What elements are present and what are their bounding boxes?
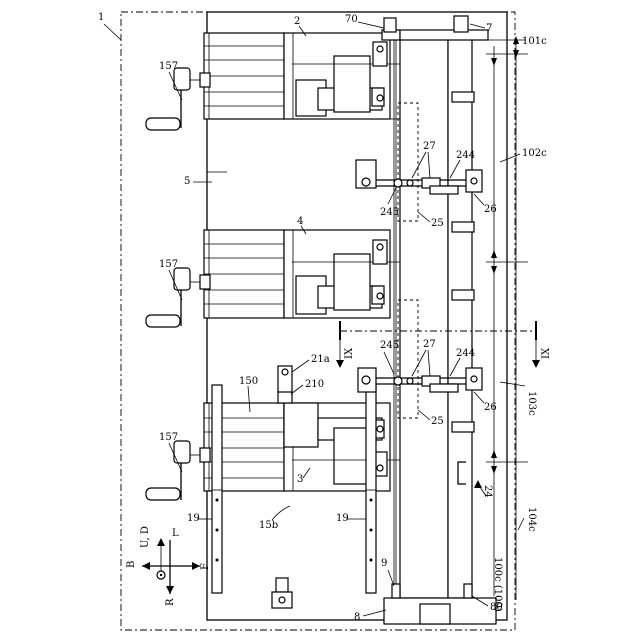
label-19-right: 19 — [336, 513, 349, 524]
label-150: 150 — [239, 376, 258, 387]
label-157-middle: 157 — [159, 259, 178, 270]
label-26-top: 26 — [484, 204, 497, 215]
label-244-top: 244 — [456, 150, 475, 161]
label-101c: 101c — [522, 36, 547, 47]
dimension-lines — [476, 36, 528, 600]
label-15b: 15b — [259, 520, 278, 531]
handle-157-middle — [146, 268, 210, 327]
label-ix-right: IX — [541, 347, 552, 359]
label-2: 2 — [294, 16, 300, 27]
label-21a: 21a — [311, 354, 330, 365]
label-26-bottom: 26 — [484, 402, 497, 413]
label-7: 7 — [486, 23, 492, 34]
label-ix-left: IX — [344, 347, 355, 359]
rail-19-right — [366, 385, 376, 593]
label-210: 210 — [305, 379, 324, 390]
label-244-bottom: 244 — [456, 348, 475, 359]
label-102c: 102c — [522, 148, 547, 159]
label-27-bottom: 27 — [423, 339, 436, 350]
label-4: 4 — [297, 216, 303, 227]
label-25-bottom: 25 — [431, 416, 444, 427]
label-103c: 103c — [526, 391, 537, 416]
conveyor-100c — [382, 16, 496, 624]
rail-19-left — [212, 385, 222, 593]
handle-157-bottom — [146, 441, 210, 500]
handle-157-top — [146, 68, 210, 130]
label-25-top: 25 — [431, 218, 444, 229]
compass-b: B — [126, 561, 137, 568]
unit-2 — [204, 33, 400, 119]
unit-4 — [204, 230, 400, 318]
label-157-bottom: 157 — [159, 432, 178, 443]
label-70: 70 — [345, 14, 358, 25]
label-24: 24 — [482, 485, 493, 498]
label-157-top: 157 — [159, 61, 178, 72]
label-8: 8 — [354, 612, 360, 623]
label-19-left: 19 — [187, 513, 200, 524]
label-100c: 100c (100) — [492, 557, 503, 612]
label-3: 3 — [297, 474, 303, 485]
sensor-block — [276, 578, 288, 592]
label-104c: 104c — [526, 507, 537, 532]
compass-f: F — [200, 563, 211, 570]
label-245-top: 245 — [380, 207, 399, 218]
label-5: 5 — [184, 176, 190, 187]
label-245-bottom: 245 — [380, 340, 399, 351]
label-9: 9 — [381, 558, 387, 569]
compass-l: L — [172, 528, 179, 539]
label-27-top: 27 — [423, 141, 436, 152]
label-1: 1 — [98, 12, 104, 23]
compass-r: R — [165, 598, 176, 606]
compass-ud: U, D — [140, 526, 151, 548]
